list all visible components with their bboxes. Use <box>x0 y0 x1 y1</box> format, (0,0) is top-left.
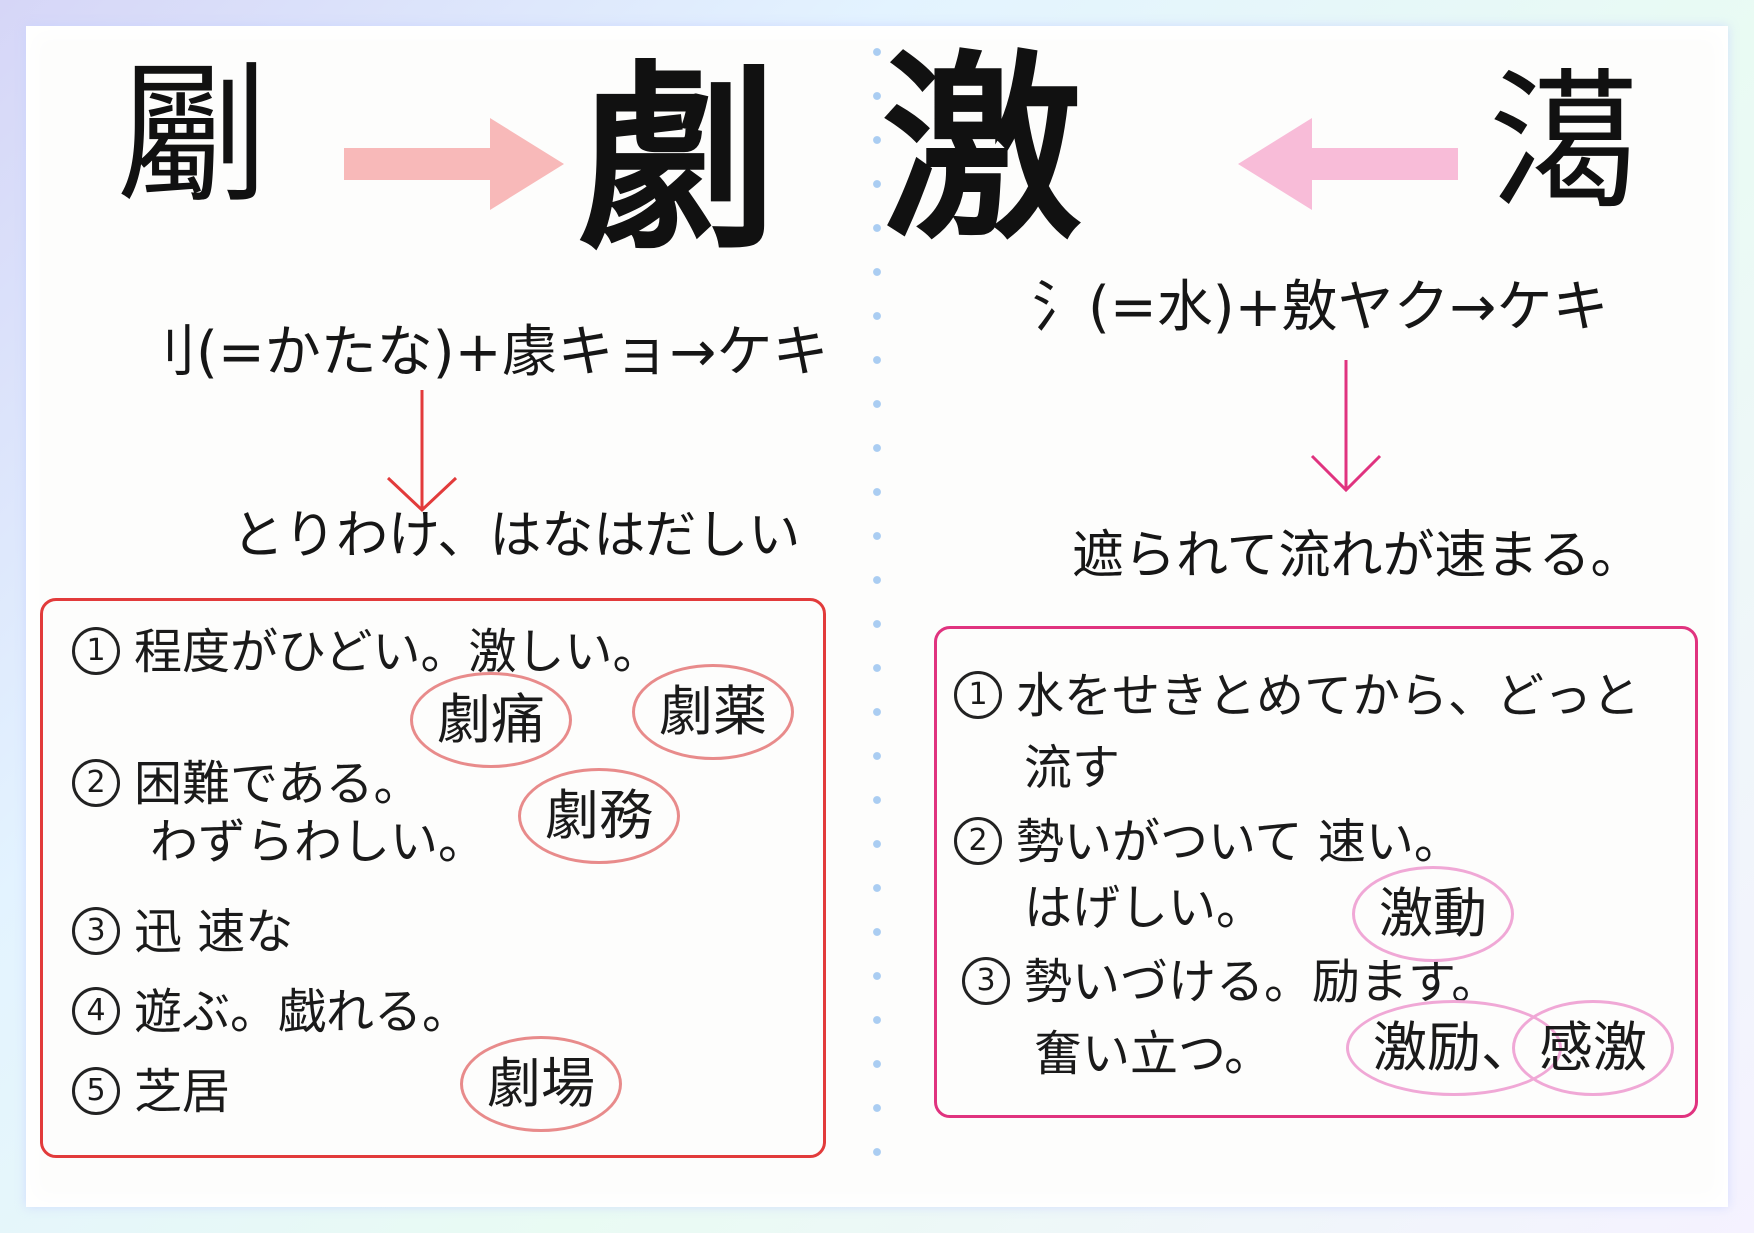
definition-text: 芝居 <box>134 1064 231 1120</box>
definition-3: 3 迅 速な <box>72 907 293 959</box>
center-dotted-divider <box>872 30 882 1180</box>
example-word: 劇務 <box>518 768 680 864</box>
number-badge: 5 <box>72 1067 120 1115</box>
definition-text: 程度がひどい。激しい。 <box>134 624 661 680</box>
definition-text: 遊ぶ。戯れる。 <box>134 984 471 1040</box>
example-word: 激動 <box>1352 866 1514 962</box>
definition-1: 1 程度がひどい。激しい。 <box>72 627 661 679</box>
meaning-text: とりわけ、はなはだしい <box>232 506 801 566</box>
down-arrow-icon <box>386 390 458 513</box>
seal-script-character: 㵧 <box>1488 56 1638 230</box>
main-kanji: 激 <box>882 32 1083 267</box>
example-word: 劇場 <box>460 1036 622 1132</box>
meaning-text: 遮られて流れが速まる。 <box>1072 526 1643 586</box>
definition-2: 2 困難である。 <box>72 759 422 811</box>
definition-4: 4 遊ぶ。戯れる。 <box>72 987 470 1039</box>
number-badge: 3 <box>72 907 120 955</box>
main-kanji: 劇 <box>578 42 779 277</box>
definition-1: 1 水をせきとめてから、どっと <box>954 671 1640 723</box>
definition-3-continued: 奮い立つ。 <box>1034 1026 1273 1082</box>
seal-script-character: 劚 <box>118 50 268 224</box>
definition-text: 水をせきとめてから、どっと <box>1016 668 1641 724</box>
definitions-box <box>40 598 826 1158</box>
definition-text: 困難である。 <box>134 756 422 812</box>
definition-2: 2 勢いがついて 速い。 <box>954 817 1462 869</box>
left-panel-geki: 劚 劇 刂(=かたな)+豦キョ→ケキ とりわけ、はなはだしい 1 程度がひどい。激… <box>0 0 872 1233</box>
definition-text: 勢いがついて 速い。 <box>1016 814 1462 870</box>
number-badge: 2 <box>72 759 120 807</box>
definition-2-continued: はげしい。 <box>1024 880 1265 936</box>
number-badge: 1 <box>72 627 120 675</box>
number-badge: 4 <box>72 987 120 1035</box>
definition-text: 勢いづける。励ます。 <box>1024 954 1500 1010</box>
definitions-box <box>934 626 1698 1118</box>
etymology-formula: 刂(=かたな)+豦キョ→ケキ <box>140 320 829 385</box>
example-word: 劇薬 <box>632 664 794 760</box>
example-word: 激励、 <box>1346 1000 1562 1096</box>
number-badge: 3 <box>962 957 1010 1005</box>
number-badge: 2 <box>954 817 1002 865</box>
etymology-formula: 氵(=水)+敫ヤク→ケキ <box>1032 275 1609 340</box>
definition-2-continued: わずらわしい。 <box>150 814 487 870</box>
definition-1-continued: 流す <box>1024 740 1121 796</box>
definition-5: 5 芝居 <box>72 1067 230 1119</box>
example-word: 感激 <box>1512 1000 1674 1096</box>
definition-3: 3 勢いづける。励ます。 <box>962 957 1499 1009</box>
right-arrow-icon <box>344 118 564 210</box>
down-arrow-icon <box>1310 360 1382 493</box>
example-word: 劇痛 <box>410 672 572 768</box>
right-panel-geki: 激 㵧 氵(=水)+敫ヤク→ケキ 遮られて流れが速まる。 1 水をせきとめてから、… <box>882 0 1754 1233</box>
left-arrow-icon <box>1238 118 1458 210</box>
number-badge: 1 <box>954 671 1002 719</box>
definition-text: 迅 速な <box>134 904 294 960</box>
